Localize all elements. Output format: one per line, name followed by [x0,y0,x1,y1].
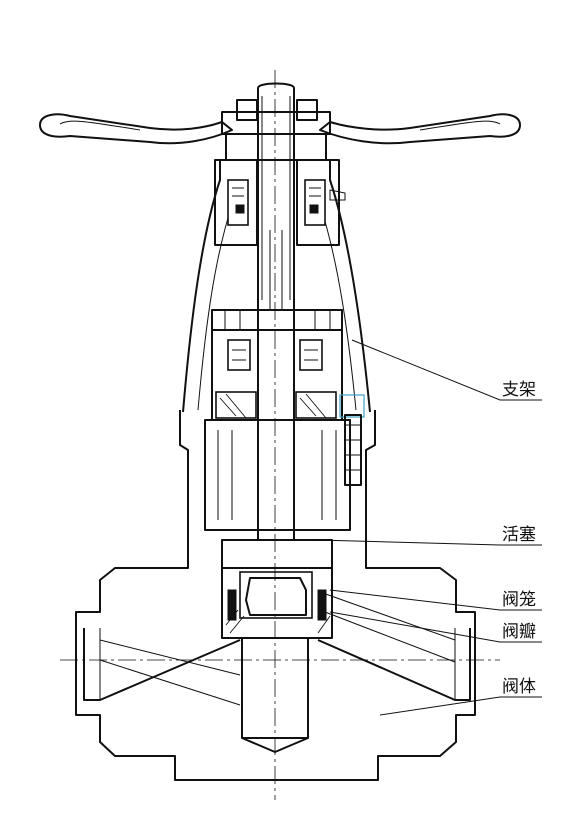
callout-yoke: 支架 [502,380,536,400]
bonnet-assembly [204,309,365,531]
callout-disc: 阀瓣 [502,622,536,642]
handwheel [39,99,521,161]
valve-body [75,410,476,781]
valve-stem [257,82,295,541]
callout-body: 阀体 [502,677,536,697]
callout-cage: 阀笼 [502,590,536,610]
center-lines [60,70,500,800]
leader-lines [317,339,542,716]
callout-piston: 活塞 [502,525,536,545]
callout-labels: 支架 活塞 阀笼 阀瓣 阀体 [502,380,536,697]
trim-assembly [221,539,333,753]
